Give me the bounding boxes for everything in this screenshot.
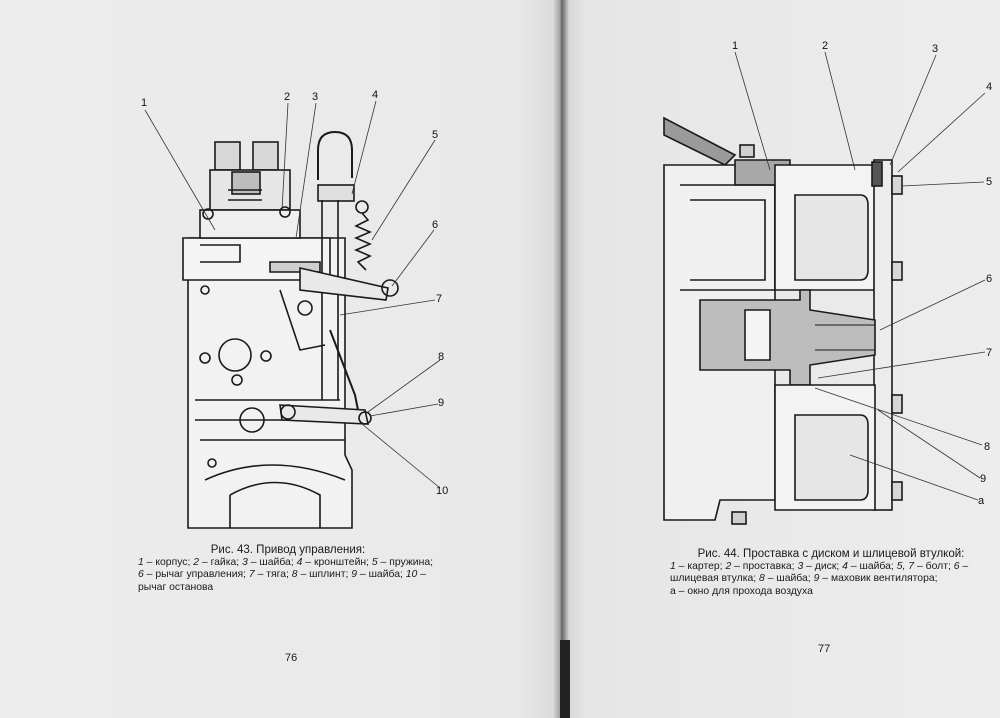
legend-item: 5, 7 – болт; — [896, 560, 951, 572]
legend-item: 5 – пружина; — [371, 556, 433, 568]
figure-44-spacer-disk: 1 2 3 4 5 6 7 8 9 a — [663, 40, 992, 525]
fig43-label: 8 — [438, 351, 444, 363]
fig44-label: a — [978, 495, 985, 507]
spine-shadow — [560, 640, 570, 718]
legend-item: 2 – проставка; — [725, 560, 795, 572]
legend-item: 2 – гайка; — [193, 556, 240, 568]
figure-43-legend: 1 – корпус; 2 – гайка; 3 – шайба; 4 – кр… — [138, 557, 438, 595]
legend-item: 1 – корпус; — [138, 556, 191, 568]
legend-item: 4 – кронштейн; — [296, 556, 369, 568]
page-number-right: 77 — [818, 643, 831, 655]
figure-43-caption: Рис. 43. Привод управления: 1 – корпус; … — [138, 544, 438, 594]
fig43-label: 6 — [432, 219, 438, 231]
fig43-label: 1 — [141, 97, 147, 109]
figure-44-legend: 1 – картер; 2 – проставка; 3 – диск; 4 –… — [670, 561, 992, 586]
legend-item: 9 – шайба; — [351, 569, 403, 580]
legend-item: 9 – маховик вентилятора; — [813, 573, 938, 584]
legend-item: 8 – шплинт; — [291, 569, 349, 580]
figure-44-note: а – окно для прохода воздуха — [670, 585, 813, 597]
fig44-label: 8 — [984, 441, 990, 453]
figure-43-control-drive: 1 2 3 4 5 6 7 8 9 10 — [141, 89, 448, 529]
legend-item: 8 – шайба; — [759, 573, 811, 584]
fig43-label: 7 — [436, 293, 442, 305]
fig43-label: 5 — [432, 129, 438, 141]
legend-item: 6 – шлицевая втулка; — [670, 560, 969, 585]
legend-item: 1 – картер; — [670, 560, 723, 572]
fig44-label: 3 — [932, 43, 938, 55]
fig44-label: 2 — [822, 40, 828, 52]
fig44-label: 9 — [980, 473, 986, 485]
fig43-label: 3 — [312, 91, 318, 103]
legend-item: 4 – шайба; — [842, 560, 894, 572]
fig43-label: 10 — [436, 485, 448, 497]
fig43-label: 2 — [284, 91, 290, 103]
fig44-label: 4 — [986, 81, 992, 93]
page-number-left: 76 — [285, 652, 298, 664]
legend-item: 7 – тяга; — [248, 569, 289, 580]
legend-item: 3 – диск; — [797, 560, 840, 572]
fig44-label: 1 — [732, 40, 738, 52]
fig44-label: 6 — [986, 273, 992, 285]
legend-item: 10 – рычаг останова — [138, 569, 427, 593]
legend-item: 6 – рычаг управления; — [138, 569, 247, 580]
book-spine — [553, 0, 569, 718]
fig43-label: 4 — [372, 89, 378, 101]
figure-44-caption: Рис. 44. Проставка с диском и шлицевой в… — [670, 548, 992, 598]
figure-44-title: Рис. 44. Проставка с диском и шлицевой в… — [697, 548, 965, 560]
fig43-label: 9 — [438, 397, 444, 409]
legend-item: 3 – шайба; — [242, 556, 294, 568]
figure-43-title: Рис. 43. Привод управления: — [210, 544, 366, 556]
fig44-label: 5 — [986, 176, 992, 188]
fig44-label: 7 — [986, 347, 992, 359]
